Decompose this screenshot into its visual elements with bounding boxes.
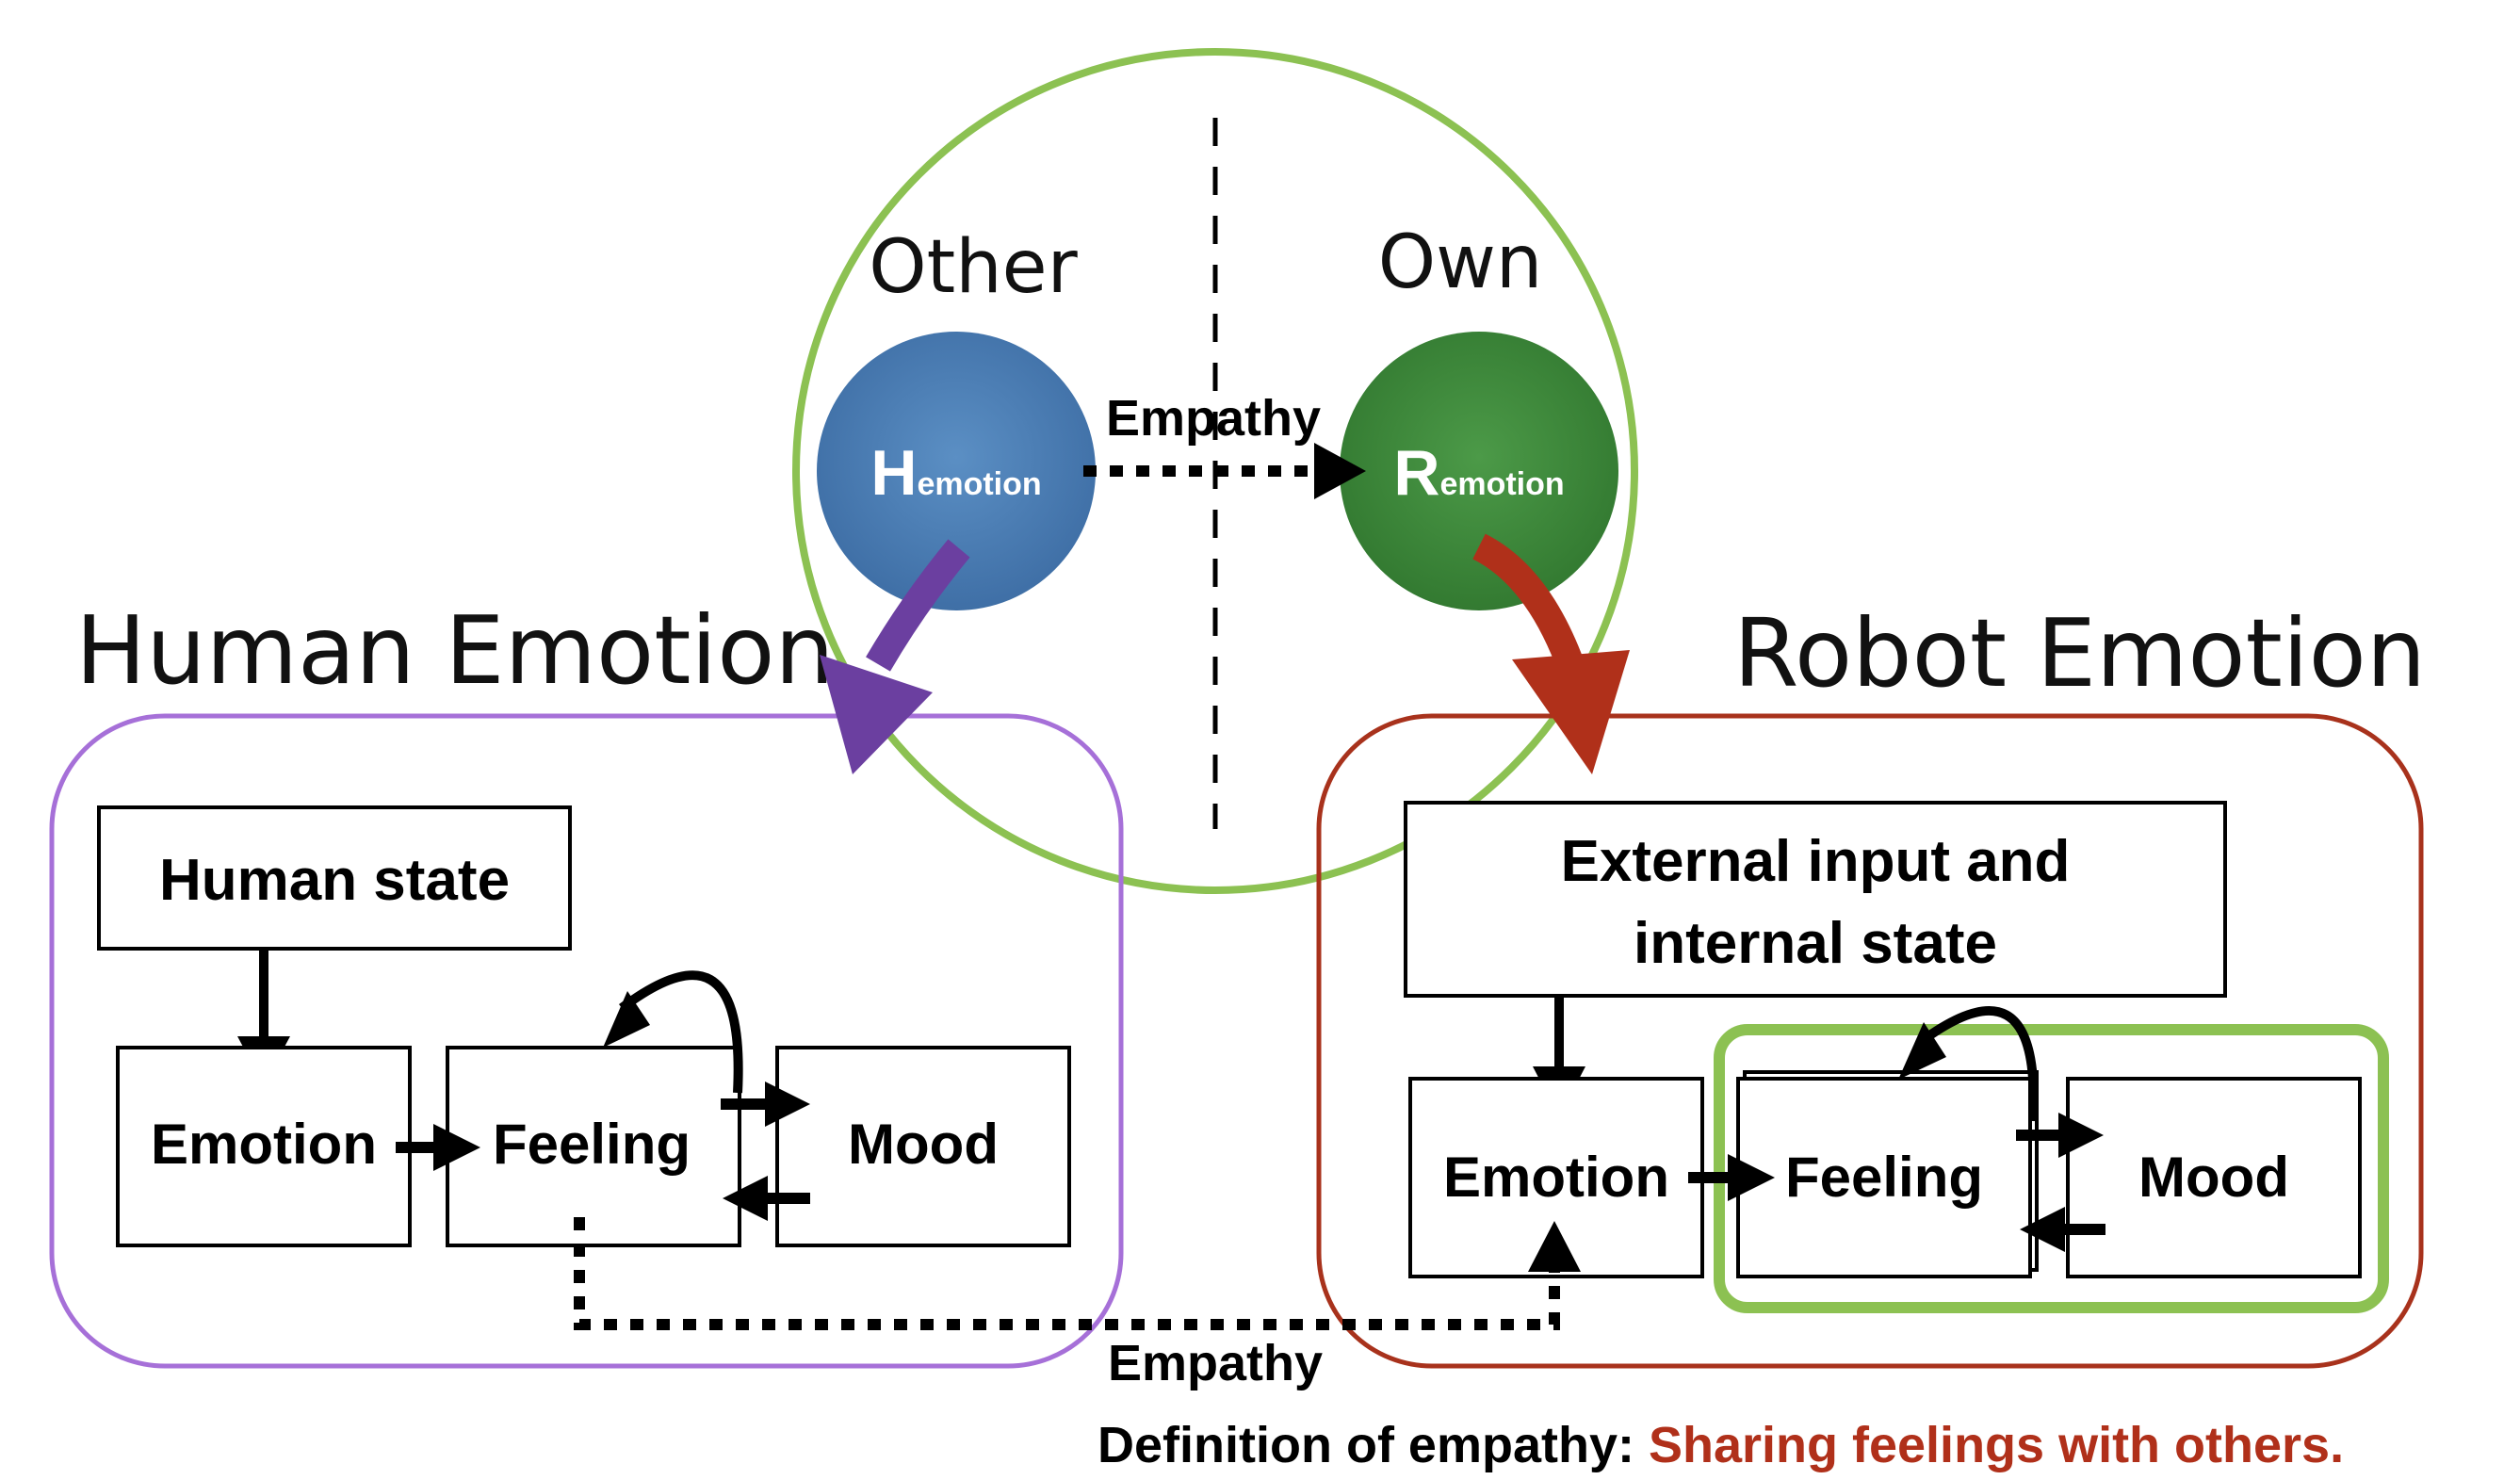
human-mood-label: Mood [848, 1113, 999, 1176]
definition-body: Sharing feelings with others. [1649, 1417, 2344, 1473]
red-curved-arrow [1471, 533, 1582, 665]
robot-mood-box [2066, 1077, 2362, 1278]
robot-feeling-label: Feeling [1785, 1146, 1983, 1209]
human-feeling-loop-arrowhead [603, 991, 650, 1048]
human-emotion-node: Hemotion [817, 332, 1096, 610]
empathy-top-label: Empathy [1106, 390, 1321, 447]
human-emotion-panel [49, 713, 1124, 1369]
human-mood-to-feeling-arrowhead [723, 1176, 768, 1221]
robot-node-letter: R [1393, 437, 1439, 509]
definition-prefix: Definition of empathy: [1097, 1417, 1649, 1473]
empathy-bottom-connector [574, 1217, 1560, 1330]
robot-mood-label: Mood [2138, 1146, 2289, 1209]
empathy-bottom-label: Empathy [1108, 1335, 1323, 1391]
red-arrowhead [1512, 650, 1630, 774]
human-feeling-to-mood-arrowhead [765, 1082, 810, 1127]
empathy-top-arrowhead [1314, 443, 1366, 499]
robot-emotion-node: Remotion [1340, 332, 1618, 610]
own-label: Own [1378, 220, 1543, 305]
robot-emotion-to-feeling-arrowhead [1728, 1154, 1775, 1201]
robot-feeling-loop [1919, 1005, 2039, 1122]
human-node-sub: emotion [917, 466, 1041, 502]
robot-emotion-title: Robot Emotion [1733, 598, 2426, 708]
human-feeling-loop [619, 970, 743, 1094]
robot-feeling-to-mood-arrowhead [2058, 1113, 2104, 1158]
robot-input-line1: External input and [1561, 829, 2071, 894]
other-label: Other [869, 225, 1078, 310]
human-mood-box [775, 1046, 1071, 1247]
human-emotion-title: Human Emotion [75, 595, 835, 706]
human-node-letter: H [870, 437, 917, 509]
empathy-bottom-arrowhead [1528, 1221, 1581, 1272]
shared-feeling-highlight [1714, 1024, 2389, 1313]
overlap-circle [792, 48, 1638, 894]
human-emotion-box [116, 1046, 412, 1247]
robot-mood-to-feeling-arrowhead [2020, 1207, 2065, 1252]
robot-node-sub: emotion [1439, 466, 1564, 502]
human-feeling-box [446, 1046, 741, 1247]
purple-arrowhead [820, 655, 933, 774]
human-feeling-label: Feeling [493, 1113, 691, 1176]
svg-text:Hemotion: Hemotion [870, 437, 1041, 509]
human-emotion-to-feeling-arrowhead [433, 1124, 480, 1171]
svg-text:Remotion: Remotion [1393, 437, 1564, 509]
definition-text: Definition of empathy: Sharing feelings … [1097, 1417, 2344, 1473]
robot-emotion-label: Emotion [1443, 1146, 1669, 1209]
human-state-box [97, 805, 572, 951]
robot-emotion-panel [1316, 713, 2424, 1369]
robot-input-line2: internal state [1634, 911, 1997, 976]
robot-feeling-loop-arrowhead [1898, 1022, 1946, 1080]
purple-curved-arrow [866, 539, 970, 672]
robot-input-box [1404, 801, 2227, 998]
human-state-label: Human state [159, 848, 510, 913]
human-emotion-label: Emotion [151, 1113, 377, 1176]
robot-feeling-box [1736, 1077, 2032, 1278]
